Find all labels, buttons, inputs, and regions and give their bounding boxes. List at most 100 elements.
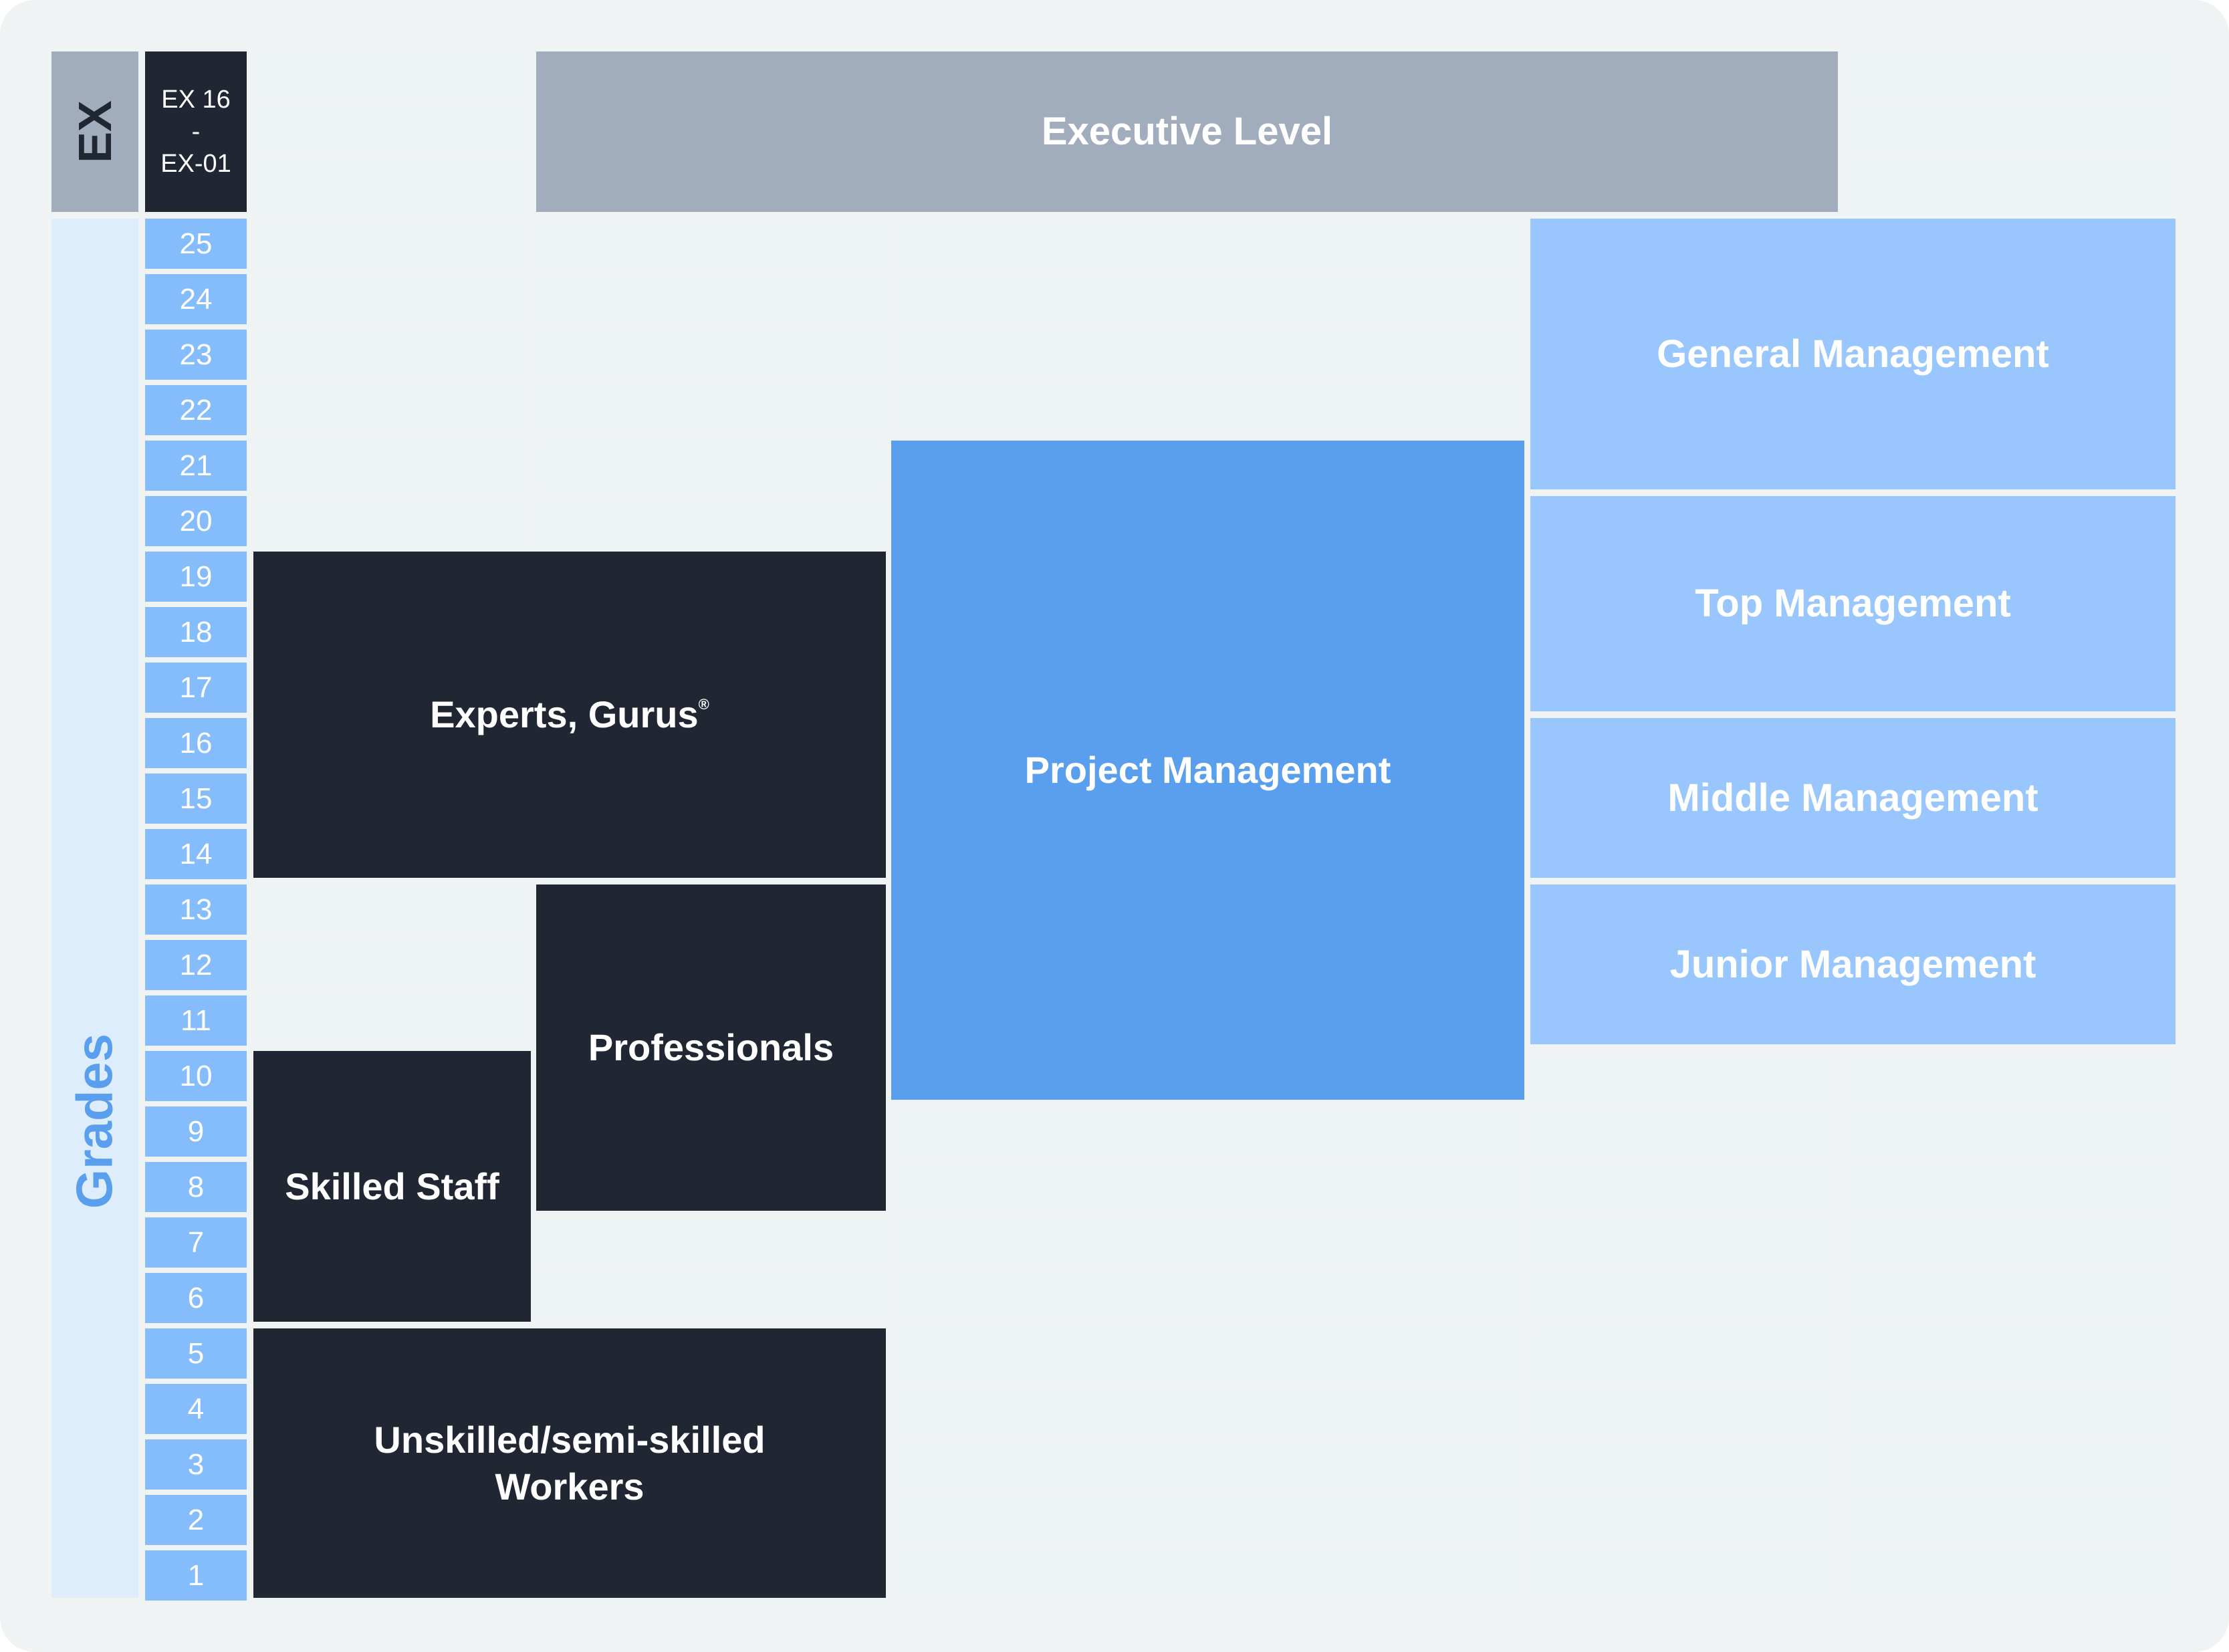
- grid-cell: [1530, 1162, 1837, 1212]
- project-management-label: Project Management: [1024, 749, 1391, 791]
- experts-label: Experts, Gurus®: [430, 691, 709, 738]
- grid-cell: [891, 1106, 1524, 1157]
- grid-cell: [536, 385, 886, 435]
- grades-axis-text: Grades: [66, 1034, 124, 1209]
- grid-cell: [1530, 1217, 1837, 1268]
- unskilled-workers-block: Unskilled/semi-skilled Workers: [253, 1328, 886, 1598]
- junior-management-block: Junior Management: [1530, 884, 2176, 1044]
- grid-cell: [1843, 1550, 2176, 1601]
- grid-cell: [253, 330, 531, 380]
- grid-cell: [1843, 1384, 2176, 1434]
- grid-cell: [891, 1217, 1524, 1268]
- executive-level-block: Executive Level: [536, 51, 1838, 212]
- grid-cell: [1843, 1162, 2176, 1212]
- grid-cell: [253, 274, 531, 324]
- junior-management-label: Junior Management: [1669, 942, 2036, 986]
- experts-block: Experts, Gurus®: [253, 552, 886, 878]
- grid-cell: [1843, 1328, 2176, 1379]
- grade-cell: 14: [145, 829, 247, 879]
- professionals-label: Professionals: [588, 1026, 834, 1068]
- grid-cell: [253, 219, 531, 269]
- skilled-staff-block: Skilled Staff: [253, 1051, 531, 1322]
- grade-cell: 24: [145, 274, 247, 324]
- grade-cell: 9: [145, 1106, 247, 1157]
- top-management-label: Top Management: [1695, 582, 2011, 625]
- grid-cell: [536, 274, 886, 324]
- ex-band-text: EX: [69, 100, 121, 163]
- grid-cell: [891, 1550, 1524, 1601]
- grid-cell: [891, 219, 1524, 269]
- grade-cell: 23: [145, 330, 247, 380]
- grade-cell: 3: [145, 1439, 247, 1490]
- grid-cell: [1530, 1328, 1837, 1379]
- grid-cell: [1530, 1384, 1837, 1434]
- ex-band-label: EX: [51, 51, 138, 212]
- professionals-block: Professionals: [536, 884, 886, 1211]
- ex-range-label: EX 16 - EX-01: [145, 51, 247, 212]
- grade-cell: 6: [145, 1273, 247, 1323]
- grid-cell: [891, 274, 1524, 324]
- grid-cell: [253, 496, 531, 546]
- grade-cell: 25: [145, 219, 247, 269]
- grade-cell: 2: [145, 1495, 247, 1545]
- grade-cell: 16: [145, 718, 247, 768]
- ex-range-separator: -: [191, 118, 201, 146]
- grid-cell: [1530, 1106, 1837, 1157]
- grades-axis-label: Grades: [51, 219, 138, 1598]
- general-management-block: General Management: [1530, 219, 2176, 489]
- grid-cell: [891, 1162, 1524, 1212]
- registered-mark: ®: [698, 696, 709, 713]
- skilled-staff-label: Skilled Staff: [285, 1165, 499, 1207]
- grid-cell: [253, 156, 531, 212]
- grid-cell: [891, 385, 1524, 435]
- grid-cell: [536, 496, 886, 546]
- general-management-label: General Management: [1657, 332, 2049, 376]
- top-management-block: Top Management: [1530, 496, 2176, 711]
- grid-cell: [253, 385, 531, 435]
- grid-cell: [1530, 1273, 1837, 1323]
- grade-cell: 20: [145, 496, 247, 546]
- grid-cell: [536, 1217, 886, 1268]
- grade-cell: 10: [145, 1051, 247, 1101]
- grid-cell: [1843, 156, 2176, 212]
- grid-cell: [891, 1384, 1524, 1434]
- grid-cell: [253, 104, 531, 151]
- unskilled-workers-label: Unskilled/semi-skilled Workers: [374, 1417, 765, 1510]
- grid-cell: [253, 940, 531, 990]
- grade-cell: 5: [145, 1328, 247, 1379]
- grid-cell: [1843, 51, 2176, 98]
- grade-cell: 12: [145, 940, 247, 990]
- grid-cell: [1843, 1495, 2176, 1545]
- grade-cell: 18: [145, 607, 247, 657]
- grid-cell: [1530, 1439, 1837, 1490]
- ex-range-top: EX 16: [161, 86, 231, 114]
- grade-cell: 11: [145, 995, 247, 1046]
- grid-cell: [536, 219, 886, 269]
- grade-cell: 22: [145, 385, 247, 435]
- grade-cell: 21: [145, 441, 247, 491]
- grid-cell: [253, 884, 531, 935]
- unskilled-line-1: Unskilled/semi-skilled: [374, 1418, 766, 1461]
- grid-cell: [1530, 1495, 1837, 1545]
- grid-cell: [1843, 1051, 2176, 1101]
- grid-cell: [891, 1273, 1524, 1323]
- grid-cell: [536, 441, 886, 491]
- grid-cell: [253, 51, 531, 98]
- grid-cell: [536, 330, 886, 380]
- grade-cell: 13: [145, 884, 247, 935]
- ex-range-bottom: EX-01: [160, 150, 231, 178]
- grade-cell: 7: [145, 1217, 247, 1268]
- grid-cell: [1843, 1273, 2176, 1323]
- middle-management-block: Middle Management: [1530, 718, 2176, 878]
- grid-cell: [253, 441, 531, 491]
- grid-cell: [891, 1495, 1524, 1545]
- grade-cell: 15: [145, 774, 247, 824]
- grid-cell: [891, 330, 1524, 380]
- grade-cell: 8: [145, 1162, 247, 1212]
- grid-cell: [1843, 104, 2176, 151]
- grid-cell: [1530, 1550, 1837, 1601]
- grade-cell: 1: [145, 1550, 247, 1601]
- middle-management-label: Middle Management: [1667, 776, 2038, 820]
